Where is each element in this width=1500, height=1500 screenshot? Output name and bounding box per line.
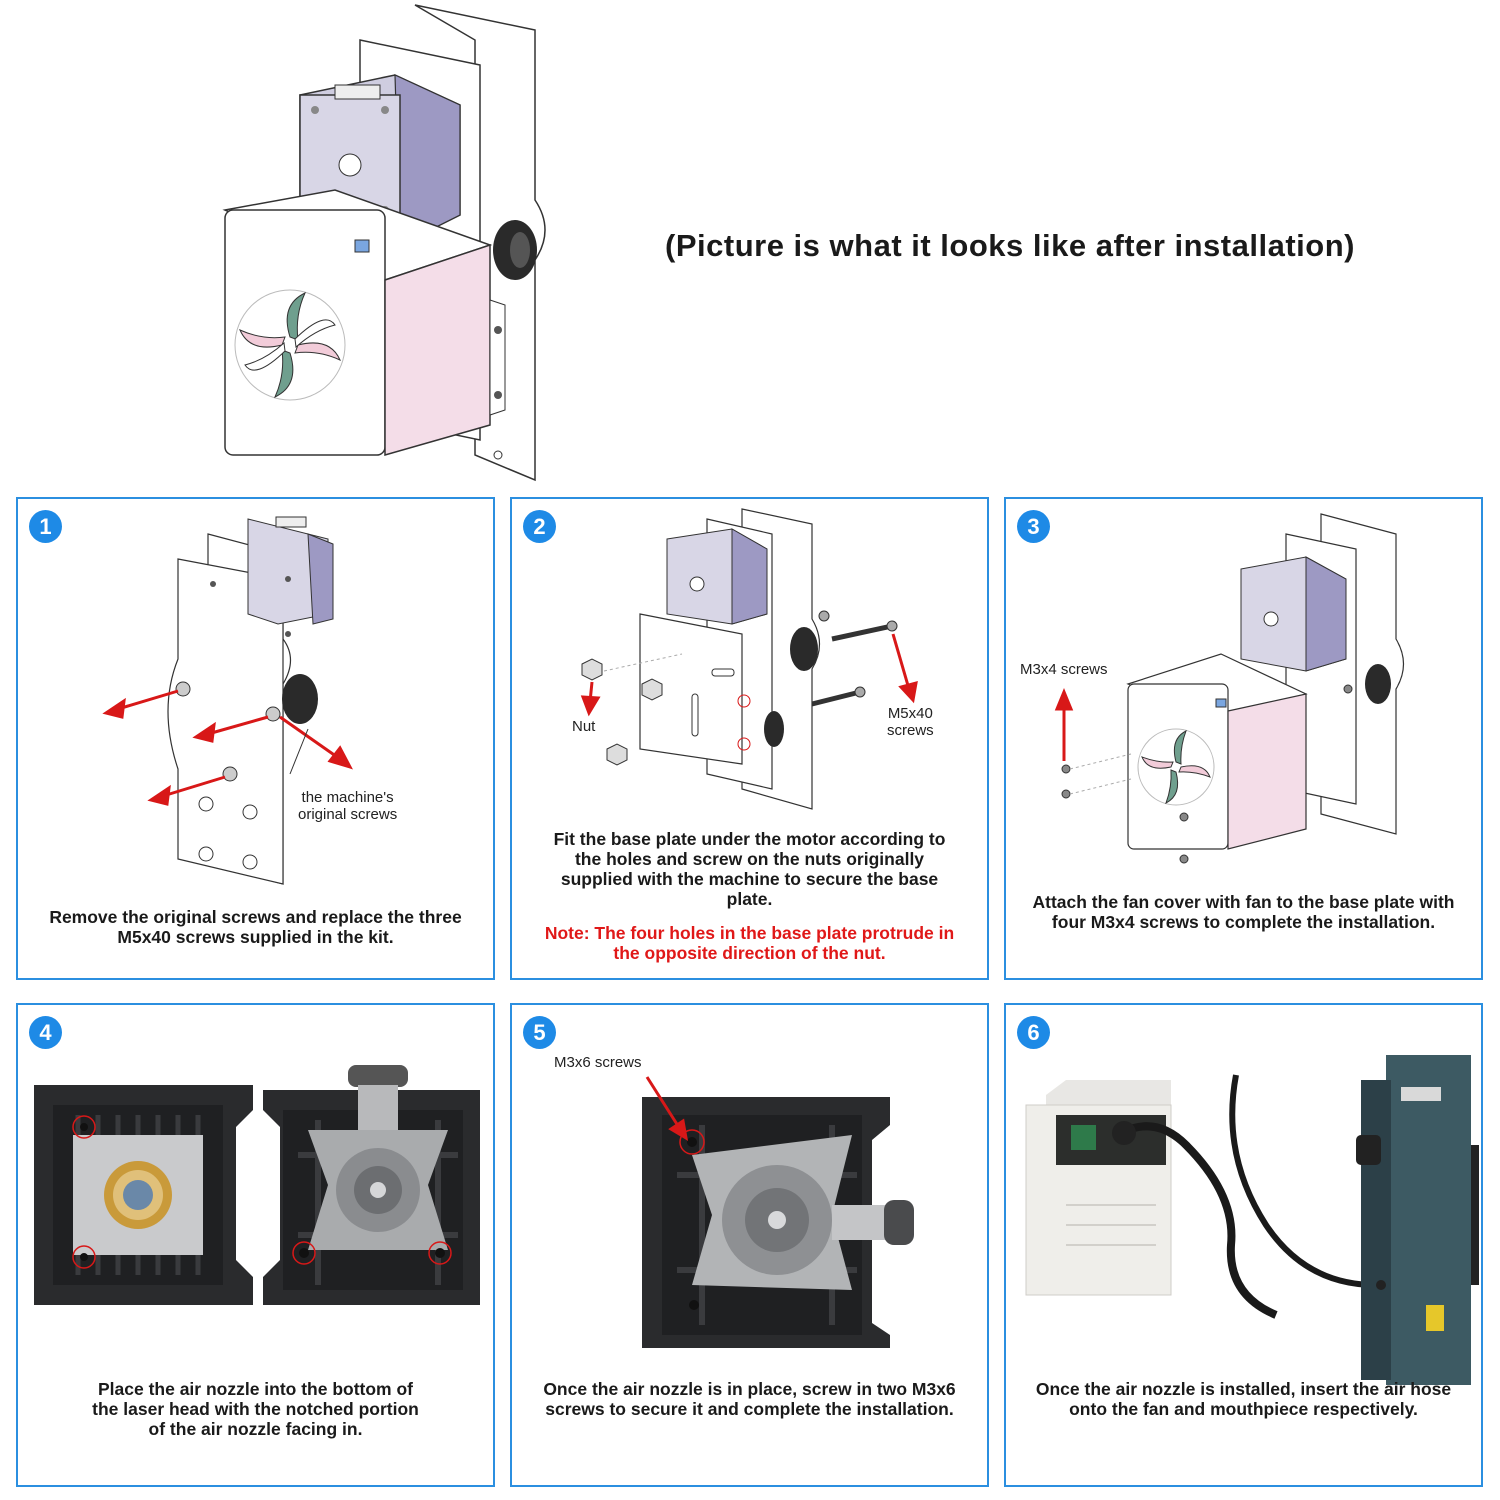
step-5-badge: 5 bbox=[523, 1016, 556, 1049]
step-2-illustration bbox=[580, 508, 918, 810]
step-5-caption: Once the air nozzle is in place, screw i… bbox=[543, 1379, 956, 1419]
nut-label: Nut bbox=[572, 718, 596, 735]
step-panel-3: 3 M3x4 screws Attach the fan cover with … bbox=[1004, 497, 1483, 980]
step-panel-4: 4 Place the air nozzle into the bottom o… bbox=[16, 1003, 495, 1487]
original-screws-label: the machine's original screws bbox=[298, 789, 398, 823]
step-3-illustration bbox=[1054, 513, 1405, 864]
step-1-badge: 1 bbox=[29, 510, 62, 543]
step-5-photo bbox=[642, 1076, 914, 1348]
step-6-badge: 6 bbox=[1017, 1016, 1050, 1049]
assembled-module-illustration bbox=[222, 4, 546, 482]
step-4-photos bbox=[34, 1065, 480, 1305]
step-3-caption: Attach the fan cover with fan to the bas… bbox=[1032, 892, 1455, 932]
step-panel-5: 5 M3x6 screws Once the air nozzle is in … bbox=[510, 1003, 989, 1487]
step-2-badge: 2 bbox=[523, 510, 556, 543]
m3x4-screws-label: M3x4 screws bbox=[1020, 661, 1108, 678]
step-2-note: Note: The four holes in the base plate p… bbox=[544, 923, 955, 963]
step-1-caption: Remove the original screws and replace t… bbox=[49, 907, 462, 947]
step-2-caption: Fit the base plate under the motor accor… bbox=[553, 829, 946, 909]
step-4-badge: 4 bbox=[29, 1016, 62, 1049]
step-panel-1: 1 the machine's original screws Remove t… bbox=[16, 497, 495, 980]
step-6-caption: Once the air nozzle is installed, insert… bbox=[1035, 1379, 1452, 1419]
step-panel-2: 2 Nut M5x40 screws Fit the base plate un… bbox=[510, 497, 989, 980]
m5x40-screws-label: M5x40 screws bbox=[887, 705, 934, 739]
step-3-badge: 3 bbox=[1017, 510, 1050, 543]
step-1-illustration bbox=[102, 516, 353, 885]
step-panel-6: 6 Once the air nozzle is installed, inse… bbox=[1004, 1003, 1483, 1487]
step-6-photos bbox=[1025, 1055, 1479, 1385]
step-4-caption: Place the air nozzle into the bottom of … bbox=[92, 1379, 419, 1439]
hero-caption: (Picture is what it looks like after ins… bbox=[665, 228, 1355, 263]
m3x6-screws-label: M3x6 screws bbox=[554, 1054, 642, 1071]
